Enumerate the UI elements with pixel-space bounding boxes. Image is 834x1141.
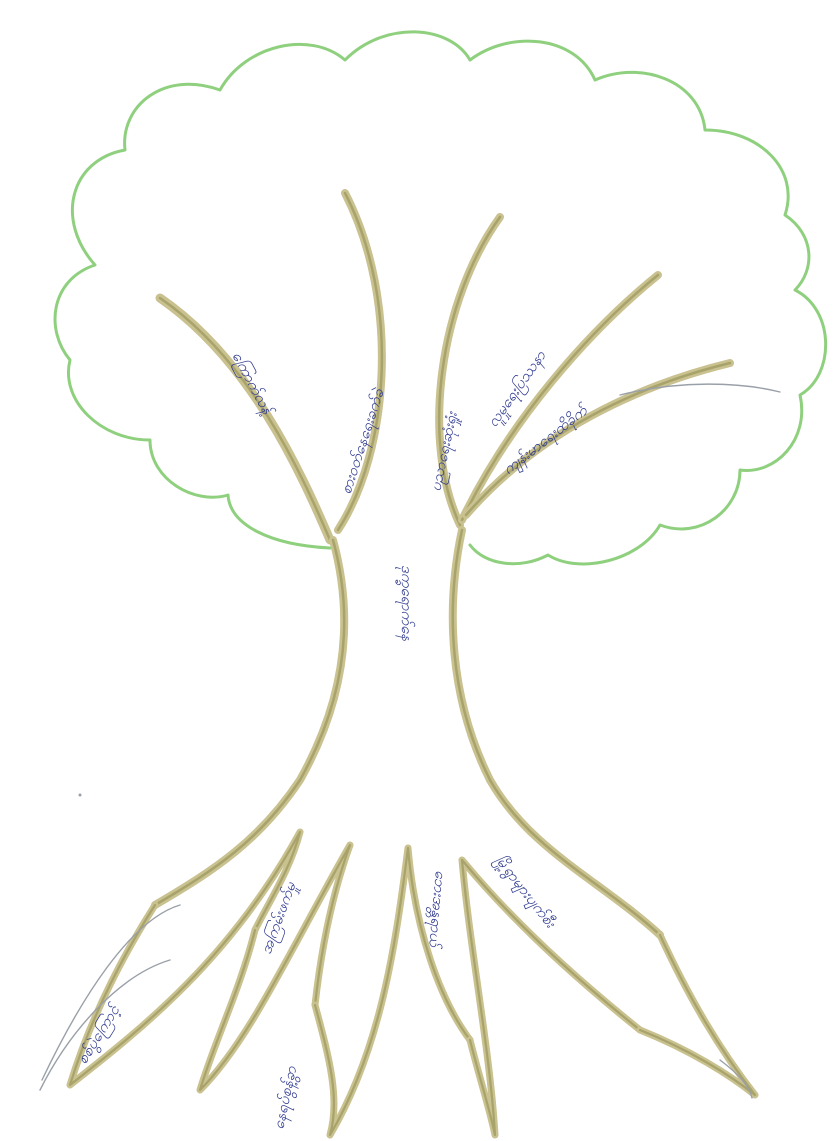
branch-left-outer — [160, 298, 330, 540]
branch-label-1: ကြောက်လန့် — [226, 348, 278, 420]
root-label-5: မြို့ရွာများပျက်စီး — [489, 851, 560, 933]
branch-label-3: ပညာရေးဆုံးရှုံး — [426, 409, 464, 493]
branch-left-outer-edge — [160, 298, 330, 540]
trunk-right-side — [453, 530, 660, 935]
root-left-outer — [70, 832, 300, 1085]
root-label-4: ဘေးအန္တရာယ် — [422, 869, 450, 949]
roots — [40, 832, 755, 1135]
root-label-3: နေရပ်စွန့်ခွာ — [269, 1064, 303, 1132]
trunk-right-side-edge — [453, 530, 660, 935]
branch-label-5: ကျန်းမာရေးထိခိုက် — [499, 400, 594, 480]
trunk-left-side-edge — [155, 540, 344, 905]
ink-speck — [79, 794, 82, 797]
branch-right-inner — [439, 217, 500, 525]
trunk-label: ဒုက္ခရောက်နေ — [395, 565, 416, 641]
trunk-left-side — [155, 540, 344, 905]
root-left-outer-edge — [70, 832, 300, 1085]
